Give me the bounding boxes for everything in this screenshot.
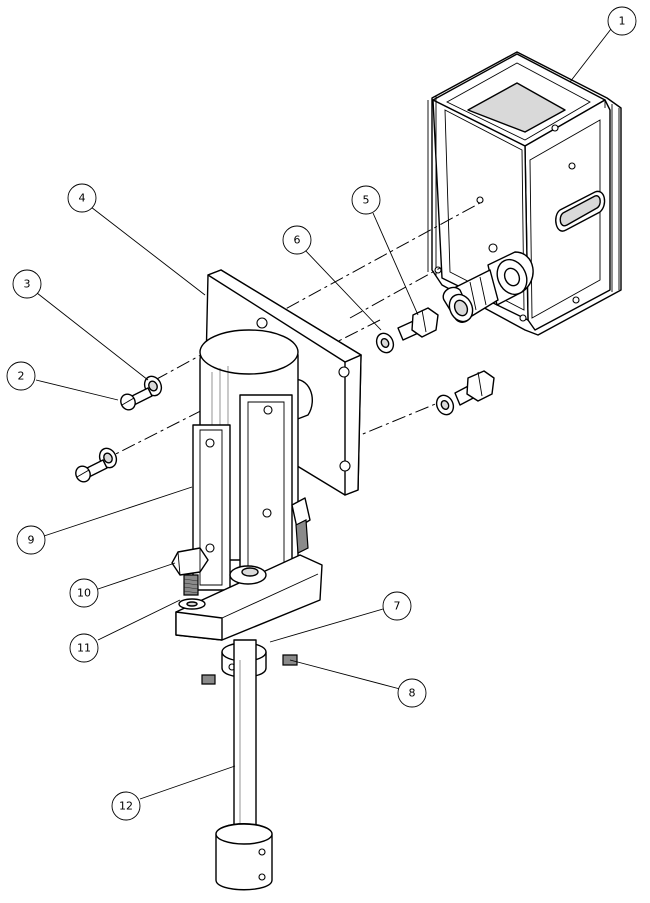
callout-balloon-4: 4 bbox=[67, 183, 97, 213]
part-2-3-screws bbox=[75, 375, 163, 483]
callout-label-9: 9 bbox=[28, 534, 35, 547]
callout-label-4: 4 bbox=[79, 192, 86, 205]
callout-balloon-1: 1 bbox=[607, 6, 637, 36]
callout-balloon-3: 3 bbox=[12, 269, 42, 299]
callout-label-10: 10 bbox=[77, 587, 91, 600]
part-1-housing bbox=[427, 51, 622, 336]
callout-balloon-2: 2 bbox=[6, 361, 36, 391]
callout-balloon-9: 9 bbox=[16, 525, 46, 555]
callout-label-3: 3 bbox=[24, 278, 31, 291]
callout-balloon-7: 7 bbox=[382, 591, 412, 621]
callout-label-1: 1 bbox=[619, 15, 626, 28]
callout-balloon-8: 8 bbox=[397, 678, 427, 708]
callout-label-6: 6 bbox=[294, 234, 301, 247]
part-9-bracket bbox=[175, 329, 323, 641]
callout-label-7: 7 bbox=[394, 600, 401, 613]
part-10-11-adjust-screw bbox=[171, 547, 209, 610]
leader-lines bbox=[35, 28, 612, 800]
callout-label-12: 12 bbox=[119, 800, 133, 813]
callout-label-11: 11 bbox=[77, 642, 91, 655]
part-12-shaft bbox=[215, 639, 273, 891]
callout-balloon-5: 5 bbox=[351, 185, 381, 215]
part-5-6-bolts bbox=[375, 307, 495, 416]
callout-balloon-6: 6 bbox=[282, 225, 312, 255]
callout-balloon-12: 12 bbox=[111, 791, 141, 821]
callout-balloon-10: 10 bbox=[69, 578, 99, 608]
callout-label-8: 8 bbox=[409, 687, 416, 700]
callout-balloon-11: 11 bbox=[69, 633, 99, 663]
callout-label-2: 2 bbox=[18, 370, 25, 383]
callout-label-5: 5 bbox=[363, 194, 370, 207]
